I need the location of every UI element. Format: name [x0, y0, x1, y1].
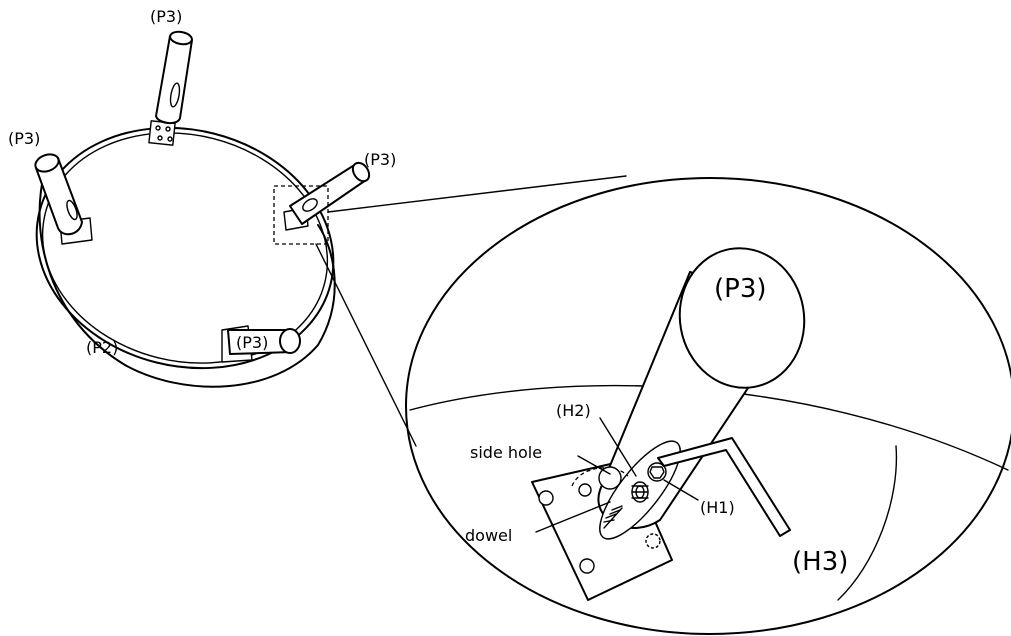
base-rim [35, 126, 335, 370]
base-overview [34, 30, 371, 388]
label-h2: (H2) [556, 401, 591, 420]
zoom-line-top [327, 175, 627, 213]
label-p2: (P2) [86, 338, 118, 357]
screw-assembly [631, 462, 667, 503]
leg-right [283, 161, 371, 231]
label-h1: (H1) [700, 498, 735, 517]
side-hole [598, 466, 622, 490]
label-p3-detail: (P3) [714, 274, 767, 304]
detail-circle [405, 177, 1011, 635]
label-side-hole: side hole [470, 443, 542, 462]
dowel [603, 505, 623, 529]
label-p3-bottom: (P3) [236, 333, 268, 352]
leg-top [148, 30, 193, 146]
hex-key-h3 [657, 437, 791, 537]
base-rim-inner [41, 132, 329, 364]
label-p3-top: (P3) [150, 7, 182, 26]
label-dowel: dowel [465, 526, 512, 545]
leg-left [34, 153, 93, 245]
zoom-line-bottom [315, 243, 417, 447]
plate-hole-4 [578, 483, 592, 497]
label-h3: (H3) [792, 547, 848, 577]
plate-hole-1 [538, 490, 554, 506]
detail-view [405, 177, 1011, 635]
leg-bottom [221, 325, 301, 363]
base-bowl-outline [38, 169, 336, 388]
plate-hole-2 [579, 558, 595, 574]
leg-tube-end [678, 247, 806, 389]
plate-hole-3 [645, 533, 661, 549]
label-p3-right: (P3) [364, 150, 396, 169]
side-hole-dashed [571, 467, 629, 487]
label-p3-left: (P3) [8, 129, 40, 148]
